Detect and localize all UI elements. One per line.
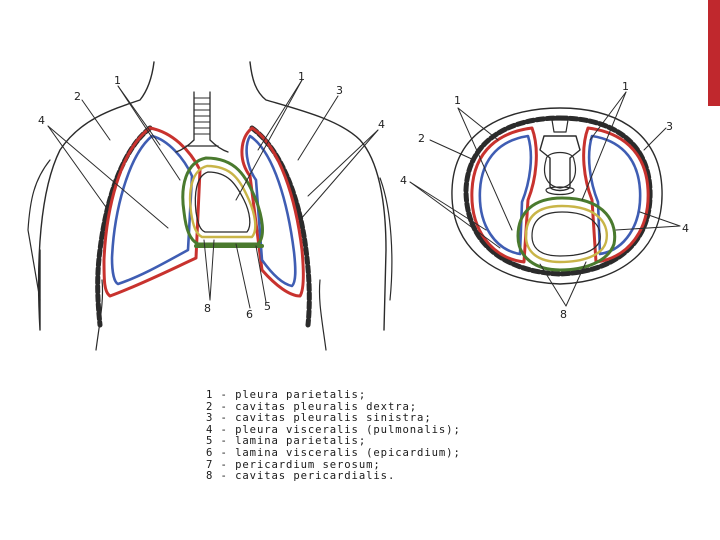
cross-pleura-visceralis-right	[478, 134, 533, 256]
body-inner-outline-left	[27, 159, 51, 301]
accent-tab	[708, 0, 720, 106]
legend-item-7: 7 - pericardium serosum;	[206, 458, 381, 471]
frontal-callout-6: 6	[246, 308, 253, 321]
body-outline	[37, 61, 387, 331]
frontal-callout-5: 5	[264, 300, 271, 313]
body-inner-outline-right	[379, 177, 393, 301]
frontal-callout-2: 2	[74, 90, 81, 103]
cross-callout-1b: 1	[622, 80, 629, 93]
frontal-callout-1a: 1	[114, 74, 121, 87]
pleura-parietalis-right	[102, 126, 202, 298]
frontal-callout-lines	[47, 79, 379, 309]
cross-pericardium-outer	[516, 196, 617, 272]
cross-pericardium-inner	[524, 204, 608, 264]
vertebra	[539, 135, 581, 192]
legend-item-4: 4 - pleura visceralis (pulmonalis);	[206, 423, 461, 436]
frontal-callout-3: 3	[336, 84, 343, 97]
legend-item-6: 6 - lamina visceralis (epicardium);	[206, 446, 461, 459]
cross-callout-lines	[409, 91, 681, 307]
heart-outline	[194, 171, 251, 233]
cross-callout-2: 2	[418, 132, 425, 145]
legend-item-2: 2 - cavitas pleuralis dextra;	[206, 400, 418, 413]
frontal-callout-4a: 4	[38, 114, 45, 127]
legend: 1 - pleura parietalis; 2 - cavitas pleur…	[206, 389, 506, 483]
cross-callout-1a: 1	[454, 94, 461, 107]
legend-item-1: 1 - pleura parietalis;	[206, 389, 367, 401]
cross-callout-8: 8	[560, 308, 567, 321]
cross-pleura-visceralis-left	[587, 134, 642, 256]
trachea-rings	[193, 97, 211, 135]
arm-left	[95, 279, 104, 351]
pleura-visceralis-right	[110, 134, 194, 286]
pericardium-inner	[188, 164, 257, 239]
cross-pleura-parietalis-left	[582, 126, 650, 264]
cross-body-outline	[451, 107, 663, 285]
cross-section-diagram	[409, 91, 681, 307]
cross-chest-wall	[463, 115, 653, 277]
cross-heart-outline	[531, 211, 601, 257]
legend-item-3: 3 - cavitas pleuralis sinistra;	[206, 412, 432, 425]
legend-item-5: 5 - lamina parietalis;	[206, 435, 367, 448]
cross-callout-3: 3	[666, 120, 673, 133]
cross-callout-4a: 4	[400, 174, 407, 187]
arm-right	[318, 279, 327, 351]
frontal-callout-1b: 1	[298, 70, 305, 83]
cross-callout-4b: 4	[682, 222, 689, 235]
frontal-section-diagram	[27, 61, 393, 351]
vertebral-body	[543, 151, 577, 189]
esophagus-aorta	[545, 186, 575, 196]
frontal-callout-8: 8	[204, 302, 211, 315]
legend-item-8: 8 - cavitas pericardialis.	[206, 470, 396, 483]
bronchi	[175, 139, 229, 153]
pleura-parietalis-left	[240, 126, 305, 298]
spinous-process	[551, 119, 569, 133]
frontal-callout-4b: 4	[378, 118, 385, 131]
